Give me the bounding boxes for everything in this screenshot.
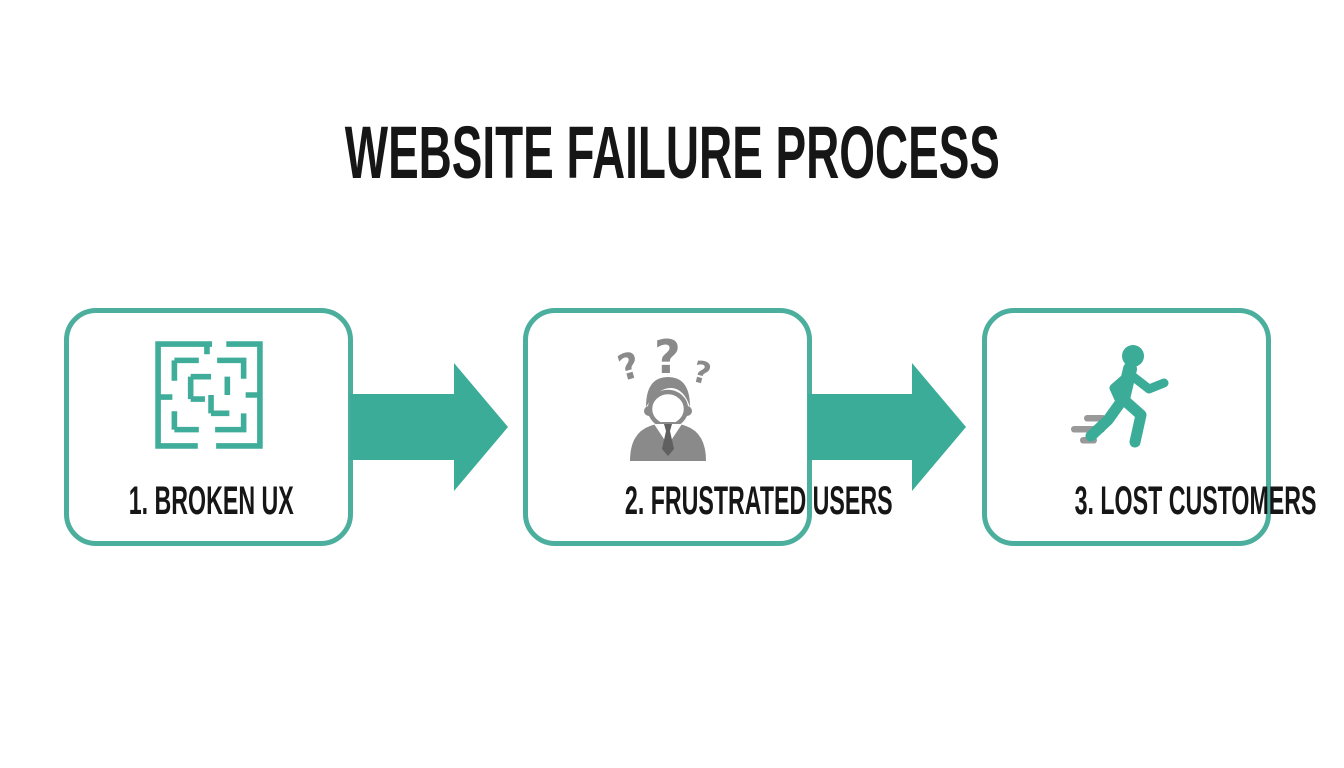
flow-arrow-1 (350, 363, 508, 491)
step-label-text: 2. FRUSTRATED USERS (624, 479, 893, 523)
maze-icon (154, 341, 263, 449)
svg-text:?: ? (654, 330, 681, 384)
step-label: 1. BROKEN UX (69, 481, 348, 521)
svg-text:?: ? (613, 345, 644, 390)
step-label: 2. FRUSTRATED USERS (528, 481, 893, 521)
svg-text:?: ? (688, 354, 713, 392)
page-title: WEBSITE FAILURE PROCESS (0, 116, 1344, 190)
step-box-broken-ux: 1. BROKEN UX (64, 308, 353, 546)
page-title-text: WEBSITE FAILURE PROCESS (344, 111, 1000, 194)
step-label-text: 3. LOST CUSTOMERS (1074, 479, 1317, 523)
step-label: 3. LOST CUSTOMERS (987, 481, 1317, 521)
confused-user-icon: ? ? ? (613, 330, 714, 461)
walking-away-icon (1070, 345, 1168, 448)
step-box-lost-customers: 3. LOST CUSTOMERS (982, 308, 1317, 546)
step-label-text: 1. BROKEN UX (128, 479, 294, 523)
flow-arrow-2 (808, 363, 966, 491)
step-box-frustrated-users: ? ? ? 2. FRUSTRATED USERS (523, 308, 893, 546)
